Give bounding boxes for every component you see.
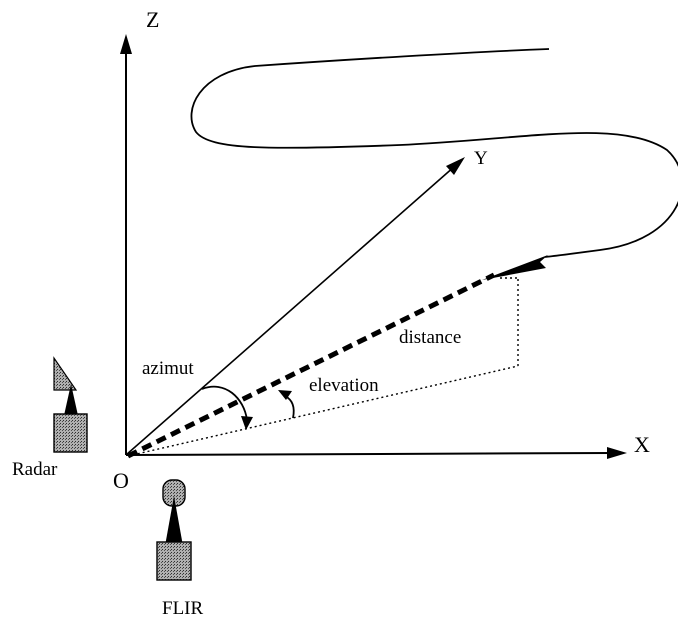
z-axis <box>120 34 132 455</box>
radar-sensor-icon <box>53 356 88 453</box>
x-axis <box>125 447 627 459</box>
elevation-label: elevation <box>309 375 379 396</box>
elevation-arc <box>278 390 295 419</box>
x-axis-label: X <box>634 432 650 457</box>
flight-trajectory <box>190 48 678 258</box>
azimut-arc <box>201 385 253 430</box>
projection-lines <box>127 277 519 457</box>
distance-label: distance <box>399 327 461 348</box>
y-axis <box>125 157 465 456</box>
origin-label: O <box>113 468 129 493</box>
distance-line <box>126 272 496 459</box>
aircraft-marker <box>482 255 548 280</box>
flir-label: FLIR <box>162 598 204 619</box>
y-axis-label: Y <box>474 148 488 169</box>
azimut-label: azimut <box>142 358 194 379</box>
flir-sensor-icon <box>156 479 192 581</box>
z-axis-label: Z <box>146 7 159 32</box>
radar-label: Radar <box>12 459 58 480</box>
